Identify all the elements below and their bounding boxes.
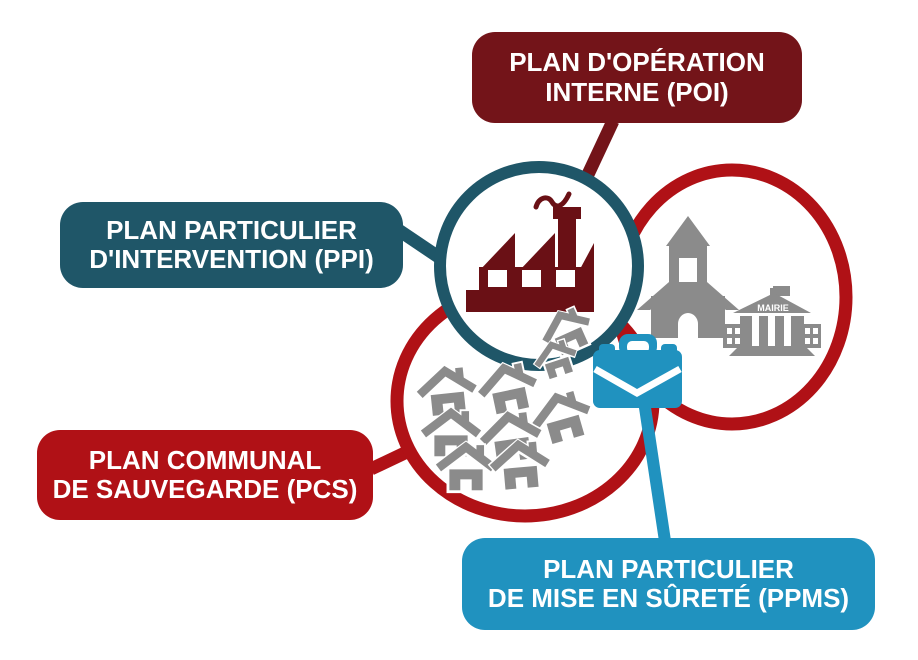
ppms-label-line1: PLAN PARTICULIER: [543, 553, 794, 584]
pcs-label-box: PLAN COMMUNAL DE SAUVEGARDE (PCS): [37, 430, 373, 520]
factory-icon: [466, 191, 594, 312]
pcs-label-line1: PLAN COMMUNAL: [88, 444, 322, 475]
mairie-sign-label: MAIRIE: [757, 303, 789, 313]
pcs-label-line2: DE SAUVEGARDE (PCS): [52, 474, 358, 504]
briefcase-icon: [593, 334, 682, 408]
poi-label-line1: PLAN D'OPÉRATION: [509, 47, 765, 78]
ppi-label-line1: PLAN PARTICULIER: [106, 214, 357, 245]
ppi-label-line2: D'INTERVENTION (PPI): [89, 244, 374, 274]
church-icon: [637, 216, 739, 338]
poi-label-line2: INTERNE (POI): [545, 76, 729, 107]
pcs-connector: [368, 445, 412, 475]
ppms-label-box: PLAN PARTICULIER DE MISE EN SÛRETÉ (PPMS…: [462, 538, 875, 630]
poi-label-box: PLAN D'OPÉRATION INTERNE (POI): [472, 32, 802, 123]
house-icon: [528, 387, 596, 448]
ppi-label-box: PLAN PARTICULIER D'INTERVENTION (PPI): [60, 202, 403, 288]
ppms-connector: [638, 400, 671, 542]
smoke-icon: [533, 191, 572, 210]
ppms-label-line2: DE MISE EN SÛRETÉ (PPMS): [487, 583, 850, 613]
poi-connector: [578, 118, 619, 186]
town-hall-icon: MAIRIE: [723, 286, 821, 356]
